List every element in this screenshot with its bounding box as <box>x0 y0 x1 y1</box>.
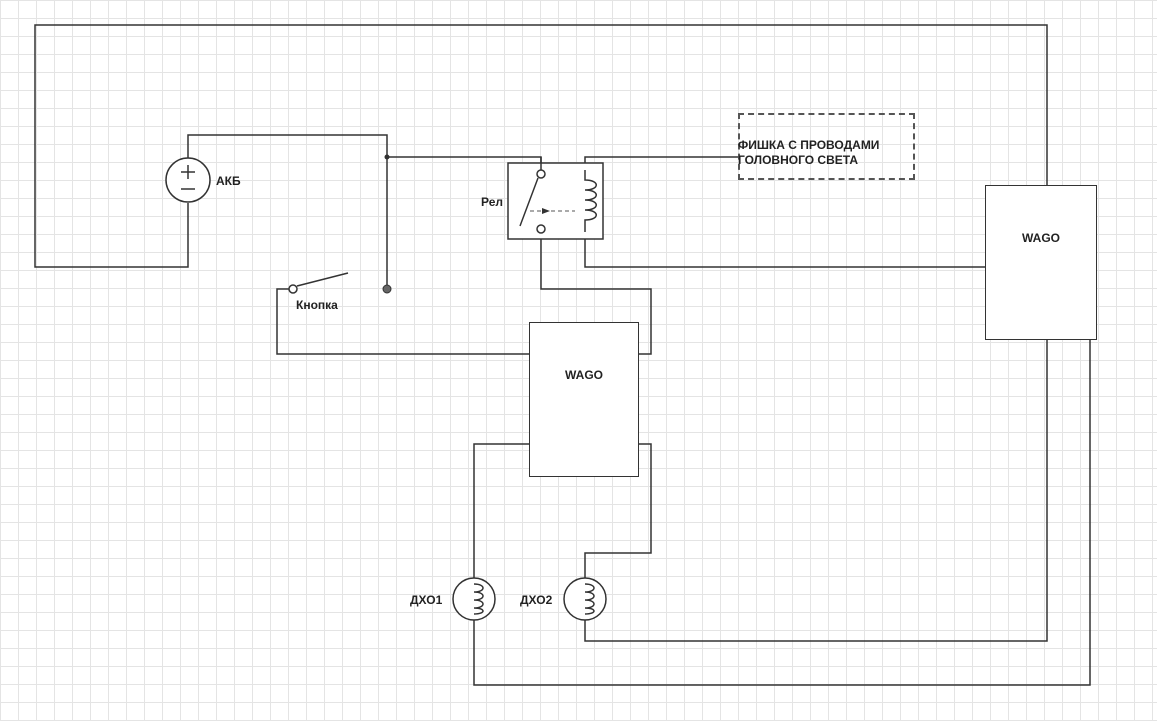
wago-right-block: WAGO <box>985 185 1097 340</box>
relay-icon <box>507 157 604 240</box>
drl2-lamp-icon <box>563 577 607 621</box>
button-label: Кнопка <box>296 298 338 312</box>
junction-dot-button <box>382 284 392 294</box>
wire-button-to-wago <box>276 288 529 355</box>
relay-label: Рел <box>481 195 504 209</box>
button-contact-left <box>288 284 298 294</box>
junction-dot <box>384 154 390 160</box>
wire-wago-to-drl1 <box>473 443 529 578</box>
headlight-connector-label: ФИШКА С ПРОВОДАМИ ГОЛОВНОГО СВЕТА <box>738 138 880 167</box>
wire-wago-to-drl2 <box>584 443 652 578</box>
headlight-connector-box <box>738 113 915 180</box>
wire-coil-to-connector <box>584 156 738 170</box>
wire-relay-to-wago <box>540 232 652 355</box>
button-contact-blade <box>296 272 349 287</box>
drl1-label: ДХО1 <box>410 593 443 607</box>
wago-center-block: WAGO <box>529 322 639 477</box>
wire-coil-to-wago <box>584 232 985 268</box>
wago-center-label: WAGO <box>565 368 603 382</box>
drl2-label: ДХО2 <box>520 593 553 607</box>
wago-right-label: WAGO <box>1022 231 1060 245</box>
wire-outer-loop <box>34 24 1048 268</box>
wire-drl1-to-wago <box>473 340 1091 686</box>
wire-battery-positive <box>187 134 542 170</box>
wire-drl2-to-wago <box>584 340 1048 642</box>
battery-label: АКБ <box>216 174 241 188</box>
drl1-lamp-icon <box>452 577 496 621</box>
battery-icon <box>165 157 211 203</box>
